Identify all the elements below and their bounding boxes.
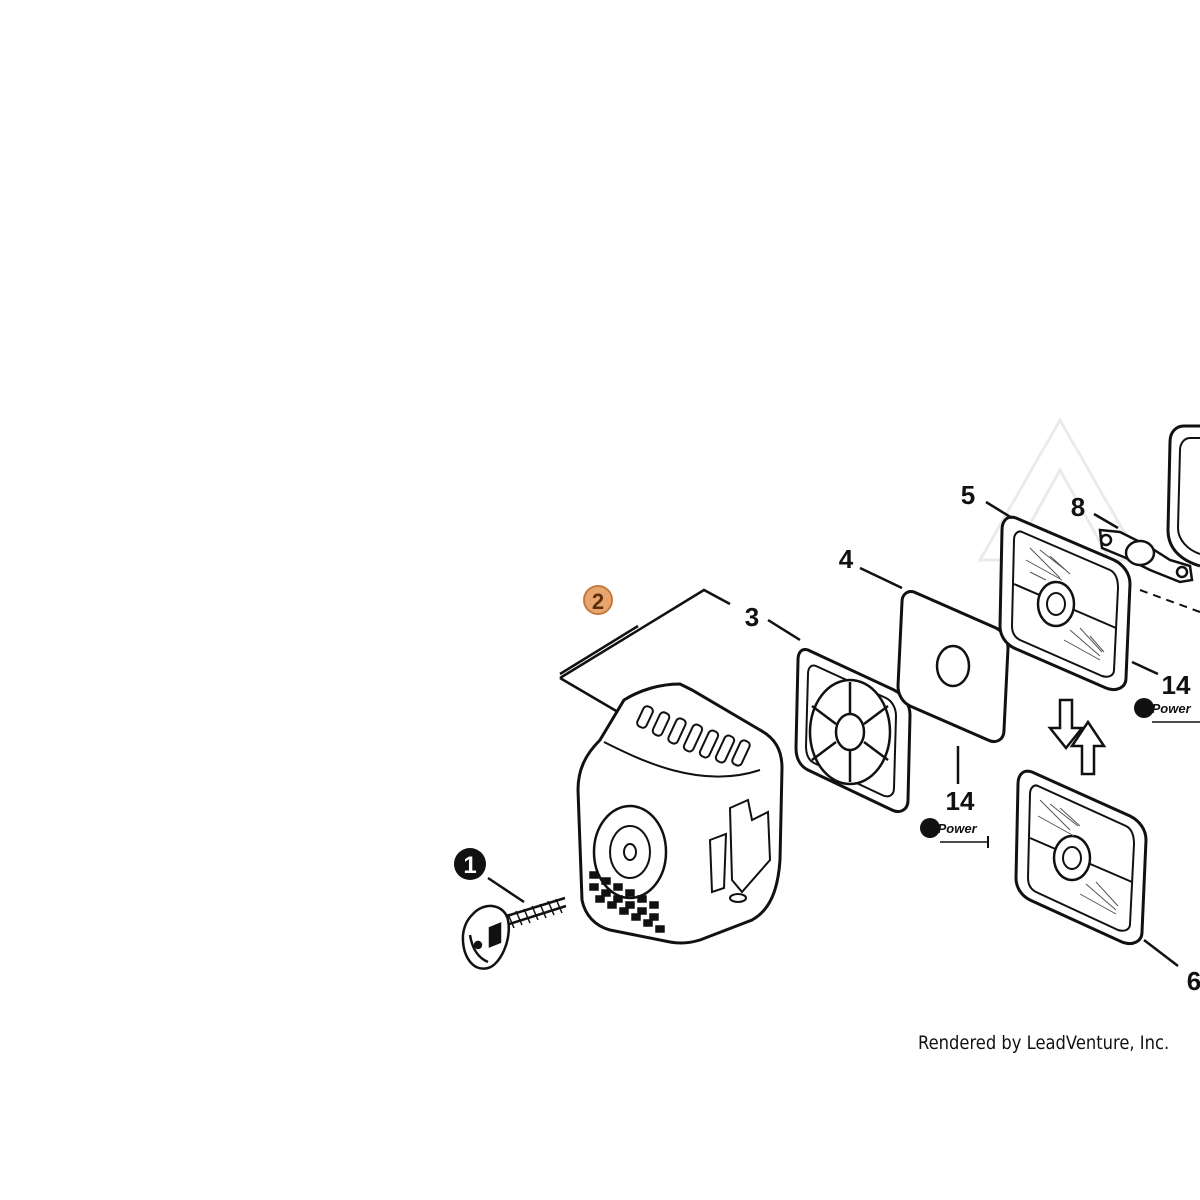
filter-element-part bbox=[998, 515, 1132, 692]
foam-pad-part bbox=[896, 590, 1010, 744]
repower-logo-right: RePower bbox=[1134, 698, 1200, 723]
callout-3[interactable]: 3 bbox=[745, 602, 759, 632]
callout-1[interactable]: 1 bbox=[454, 848, 486, 880]
callout-8[interactable]: 8 bbox=[1071, 492, 1085, 522]
gasket-part bbox=[1166, 424, 1200, 568]
plate-part bbox=[1098, 528, 1200, 613]
callout-4[interactable]: 4 bbox=[839, 544, 854, 574]
repower-logo-right-text: RePower bbox=[1135, 701, 1192, 716]
callout-5[interactable]: 5 bbox=[961, 480, 975, 510]
leader-lines bbox=[487, 500, 1179, 967]
repower-logo-center: RePower bbox=[920, 818, 989, 848]
callout-2-label: 2 bbox=[592, 589, 604, 614]
filter-element-lower-part bbox=[1014, 769, 1148, 946]
knob-bolt-part bbox=[461, 896, 567, 970]
air-cleaner-cover-part bbox=[576, 682, 784, 945]
callout-14-center[interactable]: 14 bbox=[946, 786, 975, 816]
callout-6[interactable]: 6 bbox=[1187, 966, 1200, 996]
callout-14-right[interactable]: 14 bbox=[1162, 670, 1191, 700]
swap-arrows-icon bbox=[1047, 698, 1107, 776]
filter-holder-part bbox=[794, 648, 912, 814]
render-credit: Rendered by LeadVenture, Inc. bbox=[918, 1032, 1170, 1054]
callout-2[interactable]: 2 bbox=[583, 585, 613, 615]
callout-1-label: 1 bbox=[463, 852, 476, 879]
repower-logo-center-text: RePower bbox=[921, 821, 978, 836]
